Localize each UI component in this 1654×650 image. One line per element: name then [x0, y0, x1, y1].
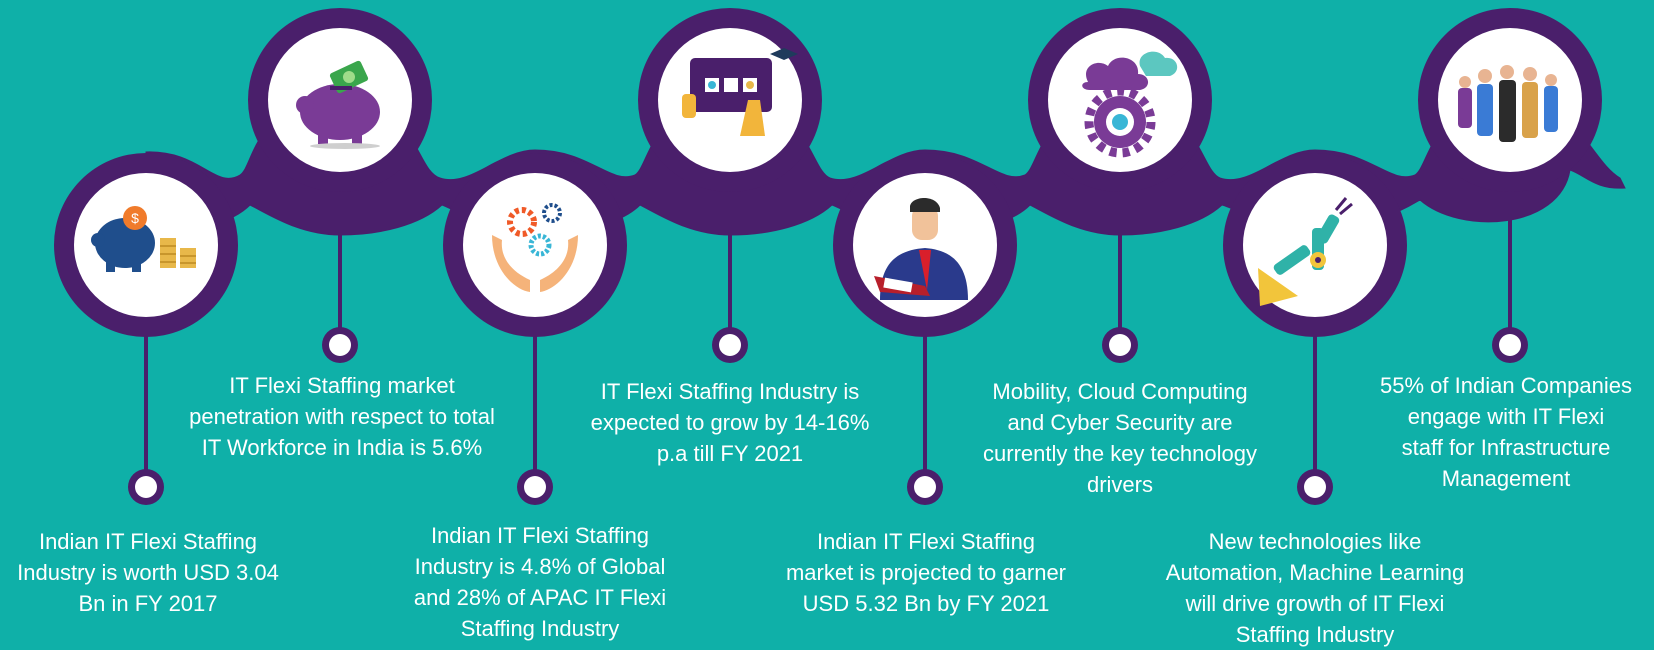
caption-line: IT Flexi Staffing market [229, 373, 455, 398]
caption-5: Indian IT Flexi Staffing market is proje… [770, 526, 1082, 619]
caption-line: Staffing Industry [1235, 622, 1395, 647]
stem-node [524, 476, 546, 498]
stem-node [329, 334, 351, 356]
caption-4: IT Flexi Staffing Industry is expected t… [574, 376, 886, 469]
caption-line: penetration with respect to total [189, 404, 495, 429]
caption-line: market is projected to garner [785, 560, 1067, 585]
caption-line: New technologies like [1208, 529, 1422, 554]
caption-line: Industry is 4.8% of Global [414, 554, 666, 579]
caption-2: IT Flexi Staffing market penetration wit… [172, 370, 512, 463]
caption-line: engage with IT Flexi [1407, 404, 1605, 429]
caption-line: will drive growth of IT Flexi [1185, 591, 1445, 616]
caption-line: Mobility, Cloud Computing [992, 379, 1248, 404]
caption-line: USD 5.32 Bn by FY 2021 [802, 591, 1050, 616]
milestone-disc [463, 173, 607, 317]
milestone-circles [54, 8, 1602, 337]
caption-line: and Cyber Security are [1007, 410, 1233, 435]
caption-3: Indian IT Flexi Staffing Industry is 4.8… [390, 520, 690, 644]
caption-line: p.a till FY 2021 [656, 441, 804, 466]
business-team-icon [1458, 65, 1558, 142]
hands-gears-icon [492, 203, 578, 292]
caption-line: Indian IT Flexi Staffing [816, 529, 1036, 554]
stem-node [1109, 334, 1131, 356]
businessman-reading-icon [874, 198, 968, 300]
stem-node [1499, 334, 1521, 356]
caption-line: staff for Infrastructure [1401, 435, 1611, 460]
caption-8: 55% of Indian Companies engage with IT F… [1362, 370, 1650, 494]
caption-line: Industry is worth USD 3.04 [17, 560, 279, 585]
caption-line: drivers [1086, 472, 1153, 497]
cloud-gear-icon [1082, 51, 1178, 158]
caption-line: Indian IT Flexi Staffing [38, 529, 258, 554]
caption-line: Staffing Industry [460, 616, 620, 641]
caption-line: Management [1441, 466, 1571, 491]
caption-line: Indian IT Flexi Staffing [430, 523, 650, 548]
robotic-arm-icon [1258, 197, 1353, 306]
svg-text:$: $ [131, 210, 139, 226]
stem-node [135, 476, 157, 498]
stem-node [719, 334, 741, 356]
caption-line: expected to grow by 14-16% [590, 410, 870, 435]
stem-node [914, 476, 936, 498]
caption-line: and 28% of APAC IT Flexi [413, 585, 667, 610]
caption-line: currently the key technology [983, 441, 1257, 466]
caption-7: New technologies like Automation, Machin… [1148, 526, 1482, 650]
caption-line: IT Flexi Staffing Industry is [600, 379, 860, 404]
caption-line: IT Workforce in India is 5.6% [201, 435, 483, 460]
caption-line: Bn in FY 2017 [78, 591, 218, 616]
caption-6: Mobility, Cloud Computing and Cyber Secu… [962, 376, 1278, 500]
tablet-learning-icon [682, 48, 798, 136]
stem-node [1304, 476, 1326, 498]
caption-line: Automation, Machine Learning [1165, 560, 1465, 585]
stem-nodes [128, 327, 1528, 505]
caption-line: 55% of Indian Companies [1380, 373, 1632, 398]
piggy-bank-money-icon [296, 60, 380, 149]
caption-1: Indian IT Flexi Staffing Industry is wor… [2, 526, 294, 619]
piggy-bank-coins-icon: $ [91, 206, 196, 272]
